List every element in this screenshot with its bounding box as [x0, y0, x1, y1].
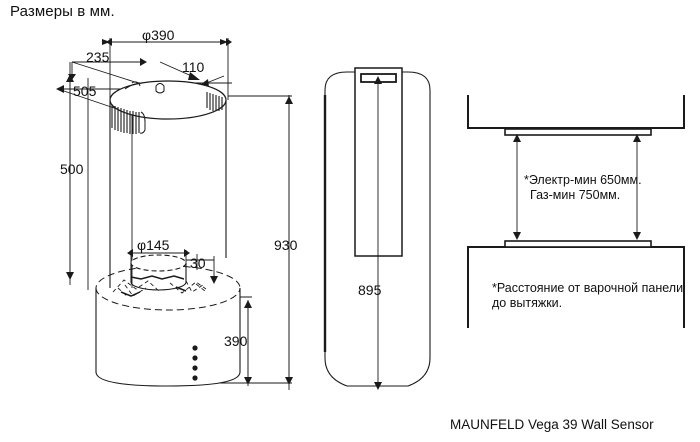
grille-right — [206, 92, 223, 111]
dimension-phi390 — [102, 38, 232, 46]
dimension-label-895: 895 — [358, 282, 382, 298]
dimension-label-phi390: φ390 — [142, 27, 175, 43]
internal-bracket-detail — [112, 279, 207, 298]
dimension-label-phi145: φ145 — [137, 237, 170, 253]
installation-view — [467, 95, 685, 328]
note-footnote-line2: до вытяжки. — [492, 296, 563, 310]
note-gas-min: Газ-мин 750мм. — [530, 188, 621, 202]
page-title: Размеры в мм. — [10, 3, 115, 20]
dimension-label-30: 30 — [190, 255, 206, 271]
duct-collar — [130, 254, 187, 291]
dimension-390 — [244, 300, 252, 385]
top-handle-notch — [155, 83, 165, 94]
dimension-110 — [159, 61, 225, 87]
front-view — [323, 67, 431, 390]
dimension-500 — [66, 74, 74, 280]
clearance-arrows — [513, 134, 641, 240]
dimension-label-500: 500 — [60, 161, 84, 177]
chimney-body — [109, 100, 227, 290]
dimension-label-505: 505 — [73, 83, 97, 99]
dimension-895 — [374, 76, 382, 390]
isometric-view — [56, 38, 293, 390]
dimension-label-235: 235 — [86, 49, 110, 65]
cooktop-box — [467, 240, 685, 328]
dimension-label-110: 110 — [182, 59, 205, 75]
hood-lower-body — [95, 265, 241, 387]
dimension-930 — [285, 96, 293, 385]
grille-left — [111, 104, 146, 134]
control-button-dots[interactable] — [192, 345, 198, 381]
internal-bracket-solid — [120, 275, 187, 297]
note-footnote-line1: *Расстояние от варочной панели — [492, 281, 684, 295]
note-electric-min: *Электр-мин 650мм. — [524, 173, 642, 187]
dimension-label-930: 930 — [274, 237, 298, 253]
dimension-phi145 — [127, 249, 190, 264]
hood-box — [467, 95, 685, 136]
dimension-30 — [186, 254, 218, 284]
dimension-label-390: 390 — [224, 333, 248, 349]
product-caption: MAUNFELD Vega 39 Wall Sensor — [450, 417, 654, 432]
